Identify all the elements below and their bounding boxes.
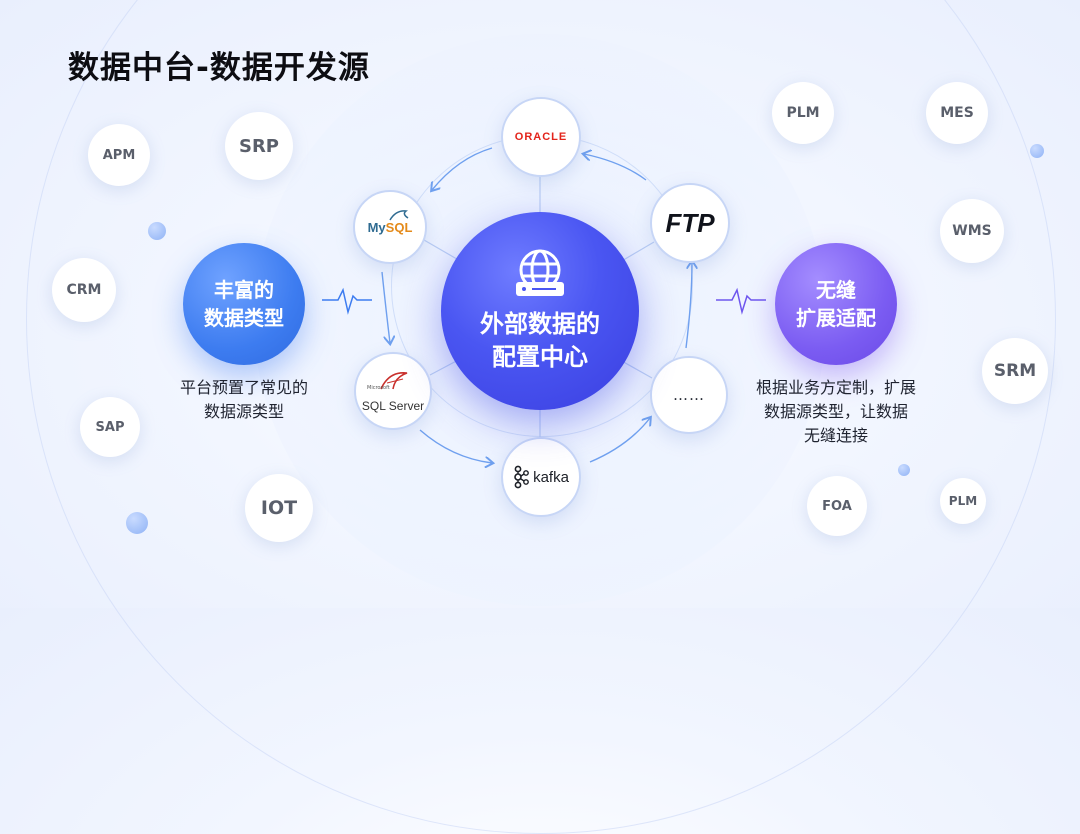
feature-right-line1: 无缝 <box>816 278 856 302</box>
bubble-sap: SAP <box>80 397 140 457</box>
bubble-plm-bottom: PLM <box>940 478 986 524</box>
sqlserver-icon <box>380 372 408 390</box>
bubble-crm: CRM <box>52 258 116 322</box>
center-title-line2: 配置中心 <box>492 343 588 371</box>
feature-right-description: 根据业务方定制，扩展 数据源类型，让数据 无缝连接 <box>736 376 936 448</box>
bubble-label: PLM <box>786 105 820 121</box>
feature-left-description: 平台预置了常见的 数据源类型 <box>160 376 328 424</box>
sqlserver-logo: Microsoft SQL Server <box>361 369 425 413</box>
bubble-foa: FOA <box>807 476 867 536</box>
node-ftp: FTP <box>650 183 730 263</box>
center-hub: 外部数据的 配置中心 <box>441 212 639 410</box>
bubble-label: SRM <box>993 361 1037 381</box>
bubble-srm: SRM <box>982 338 1048 404</box>
node-kafka: kafka <box>501 437 581 517</box>
node-oracle: ORACLE <box>501 97 581 177</box>
bubble-label: APM <box>102 147 136 163</box>
decor-dot <box>1030 144 1044 158</box>
oracle-logo: ORACLE <box>514 131 568 143</box>
feature-left-line1: 丰富的 <box>214 278 274 302</box>
decor-dot <box>126 512 148 534</box>
bubble-apm: APM <box>88 124 150 186</box>
bubble-mes: MES <box>926 82 988 144</box>
bubble-label: SAP <box>95 419 125 435</box>
page-title: 数据中台-数据开发源 <box>68 50 370 86</box>
globe-server-icon <box>516 249 564 296</box>
desc-line: 数据源类型 <box>203 402 284 421</box>
bubble-label: MES <box>940 105 974 121</box>
more-label: …… <box>673 386 705 404</box>
node-more: …… <box>650 356 728 434</box>
kafka-icon <box>514 465 529 489</box>
decor-dot <box>898 464 910 476</box>
sqlserver-microsoft-label: Microsoft <box>367 385 390 391</box>
feature-right-line2: 扩展适配 <box>796 306 876 330</box>
bubble-label: WMS <box>952 223 992 239</box>
center-title-line1: 外部数据的 <box>480 310 600 338</box>
bubble-label: FOA <box>822 498 852 514</box>
mysql-logo-sql: SQL <box>385 219 413 235</box>
bubble-plm-top: PLM <box>772 82 834 144</box>
bubble-label: SRP <box>238 135 280 157</box>
desc-line: 数据源类型，让数据 <box>763 402 908 421</box>
feature-left-line2: 数据类型 <box>204 306 284 330</box>
kafka-label: kafka <box>533 468 569 486</box>
bubble-label: CRM <box>66 282 102 298</box>
bubble-wms: WMS <box>940 199 1004 263</box>
bubble-iot: IOT <box>245 474 313 542</box>
bubble-label: IOT <box>260 497 298 519</box>
node-mysql: MySQL <box>353 190 427 264</box>
desc-line: 根据业务方定制，扩展 <box>755 378 916 397</box>
mysql-logo-my: My <box>367 219 386 235</box>
desc-line: 平台预置了常见的 <box>179 378 308 397</box>
kafka-logo: kafka <box>513 465 569 489</box>
feature-rich-types: 丰富的 数据类型 <box>183 243 305 365</box>
bubble-srp: SRP <box>225 112 293 180</box>
dolphin-icon <box>388 209 409 220</box>
node-sqlserver: Microsoft SQL Server <box>354 352 432 430</box>
feature-seamless-adapt: 无缝 扩展适配 <box>775 243 897 365</box>
sqlserver-label: SQL Server <box>361 399 425 413</box>
mysql-logo: MySQL <box>367 209 413 235</box>
ftp-logo: FTP <box>665 207 715 238</box>
bubble-label: PLM <box>948 494 978 508</box>
desc-line: 无缝连接 <box>803 426 868 445</box>
decor-dot <box>148 222 166 240</box>
